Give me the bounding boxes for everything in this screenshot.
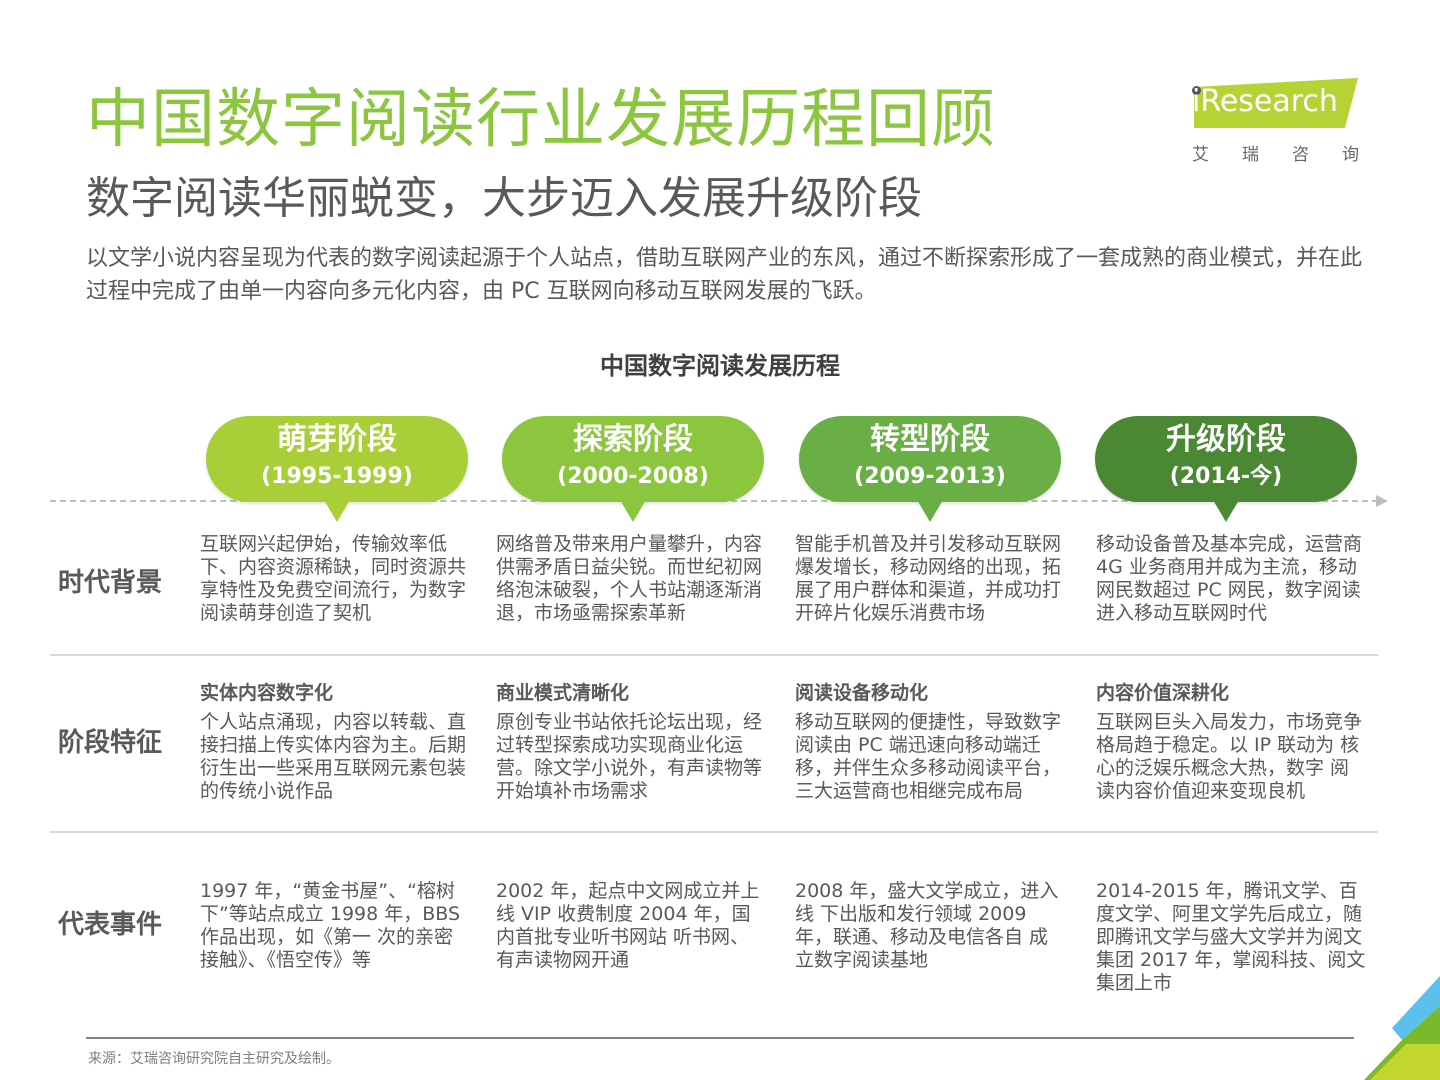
stage-bubble-upgrade: 升级阶段 (2014-今) bbox=[1095, 416, 1357, 522]
cell-body: 2002 年，起点中文网成立并上线 VIP 收费制度 2004 年，国内首批专业… bbox=[496, 880, 760, 971]
cell-body: 互联网兴起伊始，传输效率低下、内容资源稀缺，同时资源共享特性及免费空间流行，为数… bbox=[200, 533, 467, 624]
stage-name: 萌芽阶段 bbox=[277, 422, 397, 457]
logo-brand-cn: 艾瑞咨询 bbox=[1192, 145, 1392, 165]
page-title: 中国数字阅读行业发展历程回顾 bbox=[86, 83, 996, 157]
row-label-events: 代表事件 bbox=[58, 910, 163, 940]
source-note: 来源：艾瑞咨询研究院自主研究及绘制。 bbox=[88, 1051, 340, 1067]
cell-events-4: 2014-2015 年，腾讯文学、百度文学、阿里文学先后成立，随即腾讯文学与盛大… bbox=[1096, 880, 1368, 995]
cell-features-2: 商业模式清晰化 原创专业书站依托论坛出现，经过转型探索成功实现商业化运营。除文学… bbox=[496, 681, 768, 803]
cell-body: 移动设备普及基本完成，运营商 4G 业务商用并成为主流，移动网民数超过 PC 网… bbox=[1096, 533, 1363, 624]
cell-background-2: 网络普及带来用户量攀升，内容供需矛盾日益尖锐。而世纪初网络泡沫破裂，个人书站潮逐… bbox=[496, 533, 768, 625]
cell-features-3: 阅读设备移动化 移动互联网的便捷性，导致数字阅读由 PC 端迅速向移动端迁移，并… bbox=[795, 681, 1067, 803]
intro-paragraph: 以文学小说内容呈现为代表的数字阅读起源于个人站点，借助互联网产业的东风，通过不断… bbox=[86, 246, 1363, 304]
page-subtitle: 数字阅读华丽蜕变，大步迈入发展升级阶段 bbox=[86, 173, 922, 224]
cell-body: 互联网巨头入局发力，市场竞争格局趋于稳定。以 IP 联动为 核心的泛娱乐概念大热… bbox=[1096, 711, 1363, 802]
stage-years: (2014-今) bbox=[1169, 464, 1283, 489]
cell-heading: 商业模式清晰化 bbox=[496, 682, 630, 704]
diagram-title: 中国数字阅读发展历程 bbox=[600, 352, 840, 380]
cell-background-1: 互联网兴起伊始，传输效率低下、内容资源稀缺，同时资源共享特性及免费空间流行，为数… bbox=[200, 533, 472, 625]
footer-divider bbox=[86, 1037, 1354, 1039]
row-divider bbox=[50, 654, 1378, 656]
cell-heading: 阅读设备移动化 bbox=[795, 682, 929, 704]
row-divider bbox=[50, 831, 1378, 833]
row-label-features: 阶段特征 bbox=[58, 728, 163, 758]
cell-features-1: 实体内容数字化 个人站点涌现，内容以转载、直接扫描上传实体内容为主。后期衍生出一… bbox=[200, 681, 472, 803]
timeline-arrow-icon bbox=[1376, 495, 1388, 507]
iresearch-logo: iResearch 艾瑞咨询 bbox=[1188, 76, 1368, 166]
cell-events-3: 2008 年，盛大文学成立，进入线 下出版和发行领域 2009 年，联通、移动及… bbox=[795, 880, 1067, 972]
cell-body: 网络普及带来用户量攀升，内容供需矛盾日益尖锐。而世纪初网络泡沫破裂，个人书站潮逐… bbox=[496, 533, 763, 624]
cell-body: 智能手机普及并引发移动互联网爆发增长，移动网络的出现，拓展了用户群体和渠道，并成… bbox=[795, 533, 1062, 624]
logo-dot-icon bbox=[1192, 86, 1201, 95]
stage-years: (2000-2008) bbox=[557, 464, 709, 489]
stage-name: 探索阶段 bbox=[573, 422, 693, 457]
corner-decoration-icon bbox=[1364, 976, 1440, 1080]
stage-bubble-sprout: 萌芽阶段 (1995-1999) bbox=[206, 416, 468, 522]
stage-name: 转型阶段 bbox=[870, 422, 990, 457]
stage-name: 升级阶段 bbox=[1166, 422, 1286, 457]
stage-bubble-transform: 转型阶段 (2009-2013) bbox=[799, 416, 1061, 522]
cell-body: 个人站点涌现，内容以转载、直接扫描上传实体内容为主。后期衍生出一些采用互联网元素… bbox=[200, 711, 467, 802]
stage-bubble-explore: 探索阶段 (2000-2008) bbox=[502, 416, 764, 522]
cell-heading: 实体内容数字化 bbox=[200, 682, 334, 704]
cell-body: 移动互联网的便捷性，导致数字阅读由 PC 端迅速向移动端迁移，并伴生众多移动阅读… bbox=[795, 711, 1062, 802]
cell-body: 2014-2015 年，腾讯文学、百度文学、阿里文学先后成立，随即腾讯文学与盛大… bbox=[1096, 880, 1366, 994]
logo-banner bbox=[1194, 78, 1358, 128]
stage-years: (2009-2013) bbox=[854, 464, 1006, 489]
cell-features-4: 内容价值深耕化 互联网巨头入局发力，市场竞争格局趋于稳定。以 IP 联动为 核心… bbox=[1096, 681, 1368, 803]
cell-heading: 内容价值深耕化 bbox=[1096, 682, 1230, 704]
cell-events-1: 1997 年，“黄金书屋”、“榕树下”等站点成立 1998 年，BBS 作品出现… bbox=[200, 880, 472, 972]
cell-body: 1997 年，“黄金书屋”、“榕树下”等站点成立 1998 年，BBS 作品出现… bbox=[200, 880, 461, 971]
cell-events-2: 2002 年，起点中文网成立并上线 VIP 收费制度 2004 年，国内首批专业… bbox=[496, 880, 768, 972]
logo-brand-text: iResearch bbox=[1192, 84, 1338, 119]
cell-body: 2008 年，盛大文学成立，进入线 下出版和发行领域 2009 年，联通、移动及… bbox=[795, 880, 1059, 971]
cell-background-4: 移动设备普及基本完成，运营商 4G 业务商用并成为主流，移动网民数超过 PC 网… bbox=[1096, 533, 1368, 625]
row-label-background: 时代背景 bbox=[58, 568, 163, 598]
stage-years: (1995-1999) bbox=[261, 464, 413, 489]
cell-body: 原创专业书站依托论坛出现，经过转型探索成功实现商业化运营。除文学小说外，有声读物… bbox=[496, 711, 763, 802]
cell-background-3: 智能手机普及并引发移动互联网爆发增长，移动网络的出现，拓展了用户群体和渠道，并成… bbox=[795, 533, 1067, 625]
